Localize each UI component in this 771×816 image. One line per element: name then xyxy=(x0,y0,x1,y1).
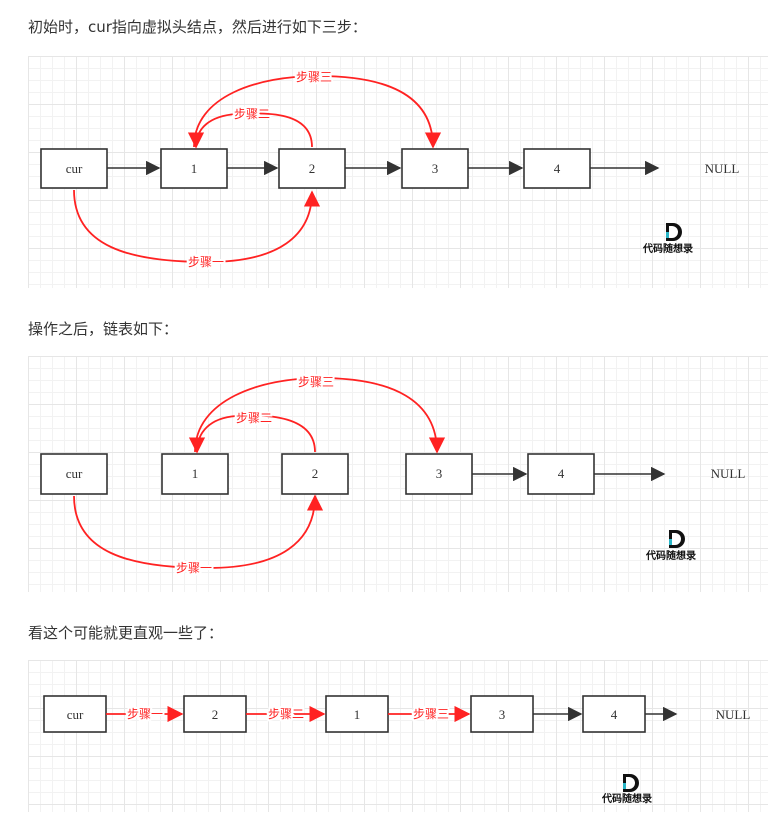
diagram-initial: cur 1 2 3 4 NULL 步骤一 步骤二 步骤三 xyxy=(28,56,768,288)
node-1-label: 1 xyxy=(191,161,198,176)
node-3: 3 xyxy=(401,148,469,189)
logo-mark: 代码随想录 xyxy=(601,774,652,805)
step-three-arrow xyxy=(194,377,446,454)
step-three-arrow xyxy=(193,75,442,149)
step-three-label: 步骤三 xyxy=(298,375,334,389)
node-cur-label: cur xyxy=(66,161,83,176)
diagram-intuitive-svg: cur 2 1 3 4 NULL 步骤一 步骤二 步骤三 代 xyxy=(43,695,751,805)
null-label: NULL xyxy=(716,707,751,722)
caption-intro: 初始时，cur指向虚拟头结点，然后进行如下三步： xyxy=(28,18,367,36)
step-one-label: 步骤一 xyxy=(176,561,212,575)
node-1: 1 xyxy=(325,695,389,733)
node-4: 4 xyxy=(527,453,595,495)
node-cur-label: cur xyxy=(66,466,83,481)
node-2: 2 xyxy=(281,453,349,495)
node-cur: cur xyxy=(40,453,108,495)
node-1-label: 1 xyxy=(354,707,361,722)
logo-text: 代码随想录 xyxy=(642,242,693,255)
node-4: 4 xyxy=(523,148,591,189)
caption-intuitive: 看这个可能就更直观一些了： xyxy=(28,624,224,642)
step-one-arrow xyxy=(73,494,324,569)
null-label: NULL xyxy=(705,161,740,176)
diagram-initial-svg: cur 1 2 3 4 NULL 步骤一 步骤二 步骤三 xyxy=(40,68,740,271)
step-two-label: 步骤二 xyxy=(236,411,272,425)
node-2-label: 2 xyxy=(212,707,219,722)
node-1-label: 1 xyxy=(192,466,199,481)
logo-mark: 代码随想录 xyxy=(645,530,696,562)
logo-text: 代码随想录 xyxy=(645,549,696,562)
step-one-arrow xyxy=(73,189,321,263)
node-4: 4 xyxy=(582,695,646,733)
step-one-label: 步骤一 xyxy=(127,707,163,721)
null-label: NULL xyxy=(711,466,746,481)
node-3-label: 3 xyxy=(432,161,439,176)
node-cur: cur xyxy=(40,148,108,189)
caption-after: 操作之后，链表如下： xyxy=(28,320,179,338)
node-cur: cur xyxy=(43,695,107,733)
step-three-label: 步骤三 xyxy=(296,70,332,84)
step-one-label: 步骤一 xyxy=(188,255,224,269)
node-2: 2 xyxy=(183,695,247,733)
step-two-arrow xyxy=(187,112,313,149)
node-3-label: 3 xyxy=(436,466,443,481)
node-3-label: 3 xyxy=(499,707,506,722)
diagram-intuitive: cur 2 1 3 4 NULL 步骤一 步骤二 步骤三 代 xyxy=(28,660,768,812)
logo-text: 代码随想录 xyxy=(601,792,652,805)
node-3: 3 xyxy=(470,695,534,733)
node-4-label: 4 xyxy=(558,466,565,481)
node-1: 1 xyxy=(161,453,229,495)
diagram-after: cur 1 2 3 4 NULL 步骤一 步骤二 步骤三 代 xyxy=(28,356,768,592)
node-1: 1 xyxy=(160,148,228,189)
node-3: 3 xyxy=(405,453,473,495)
diagram-after-svg: cur 1 2 3 4 NULL 步骤一 步骤二 步骤三 代 xyxy=(40,373,746,577)
node-2-label: 2 xyxy=(312,466,319,481)
node-cur-label: cur xyxy=(67,707,84,722)
node-2: 2 xyxy=(278,148,346,189)
node-4-label: 4 xyxy=(611,707,618,722)
node-2-label: 2 xyxy=(309,161,316,176)
step-two-arrow xyxy=(188,414,316,454)
step-two-label: 步骤二 xyxy=(234,107,270,121)
node-4-label: 4 xyxy=(554,161,561,176)
logo-mark: 代码随想录 xyxy=(642,223,693,255)
step-two-label: 步骤二 xyxy=(268,707,304,721)
step-three-label: 步骤三 xyxy=(413,707,449,721)
